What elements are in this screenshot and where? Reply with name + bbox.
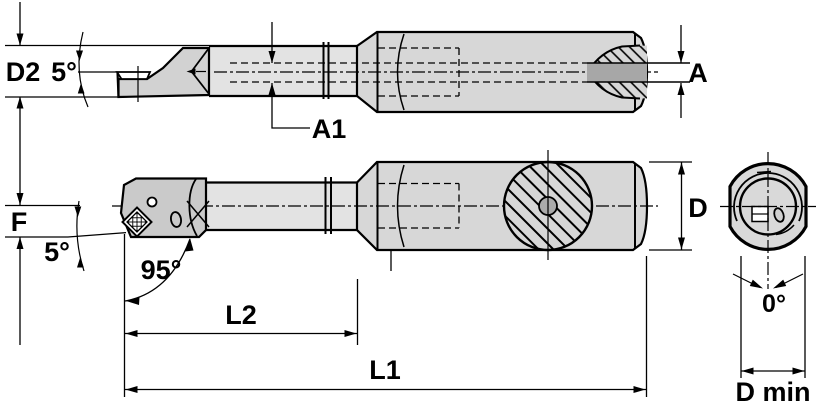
bar-front-section bbox=[209, 46, 357, 96]
arrowhead bbox=[678, 237, 685, 250]
arrowhead bbox=[268, 83, 276, 95]
label-f: F bbox=[11, 207, 28, 237]
angle-marker-top bbox=[78, 31, 89, 108]
arrowhead bbox=[77, 83, 85, 94]
coolant-exit-hole bbox=[170, 211, 182, 228]
arrowhead bbox=[749, 279, 763, 289]
d-dimension-lines bbox=[649, 161, 692, 251]
label-flat-angle: 0° bbox=[762, 290, 786, 318]
clamp-cross-lines bbox=[186, 200, 210, 228]
arrowhead bbox=[344, 330, 357, 337]
end-view bbox=[720, 152, 816, 289]
arrowhead bbox=[74, 206, 82, 217]
top-view bbox=[5, 30, 690, 114]
cone-apex-arrow bbox=[186, 68, 196, 75]
label-angle-side: 5° bbox=[44, 237, 70, 267]
arrowhead bbox=[677, 83, 685, 95]
arrowhead bbox=[16, 96, 24, 109]
arrowhead bbox=[125, 330, 138, 337]
shank-front-chamfer-arc bbox=[396, 164, 405, 248]
arrowhead bbox=[185, 238, 194, 252]
through-bore-band bbox=[587, 63, 647, 82]
arrowhead bbox=[125, 386, 138, 393]
cutting-head-top bbox=[117, 46, 211, 99]
arrowhead bbox=[678, 162, 685, 175]
arrowhead bbox=[16, 237, 24, 249]
label-angle-top: 5° bbox=[51, 57, 77, 87]
side-view bbox=[5, 150, 658, 271]
set-screw-hole bbox=[773, 207, 785, 223]
arrowhead bbox=[76, 50, 83, 61]
dimensions bbox=[16, 2, 806, 397]
label-l1: L1 bbox=[369, 355, 401, 385]
chamfer-circle-arc bbox=[733, 172, 803, 222]
section-hatch-lower bbox=[588, 72, 647, 99]
arrowhead bbox=[126, 297, 140, 305]
section-hatch-upper bbox=[588, 45, 647, 72]
indexable-insert bbox=[121, 206, 153, 238]
label-l2: L2 bbox=[225, 300, 257, 330]
insert-top-face bbox=[115, 71, 152, 80]
dimension-labels: D2 5° A1 A F 5° 95° L2 L1 D 0° D min bbox=[6, 57, 811, 402]
arrowhead bbox=[16, 193, 24, 205]
arrowhead bbox=[741, 367, 754, 375]
label-d-min: D min bbox=[735, 377, 810, 402]
arrowhead bbox=[677, 51, 685, 63]
label-d: D bbox=[688, 193, 708, 223]
label-lead-angle: 95° bbox=[141, 255, 182, 285]
arrowhead bbox=[16, 33, 24, 46]
label-a1: A1 bbox=[312, 114, 347, 144]
arrowhead bbox=[77, 257, 84, 268]
cone-lines bbox=[190, 47, 210, 95]
arrowhead bbox=[792, 367, 805, 375]
label-a: A bbox=[688, 58, 708, 88]
clamp-boundary-curve bbox=[188, 178, 198, 237]
arrowhead bbox=[773, 279, 787, 289]
hidden-socket-rect bbox=[378, 47, 460, 97]
label-d2: D2 bbox=[6, 57, 41, 87]
arrowhead bbox=[633, 386, 646, 393]
insert-screw-head bbox=[146, 196, 158, 208]
arrowhead bbox=[268, 51, 276, 63]
